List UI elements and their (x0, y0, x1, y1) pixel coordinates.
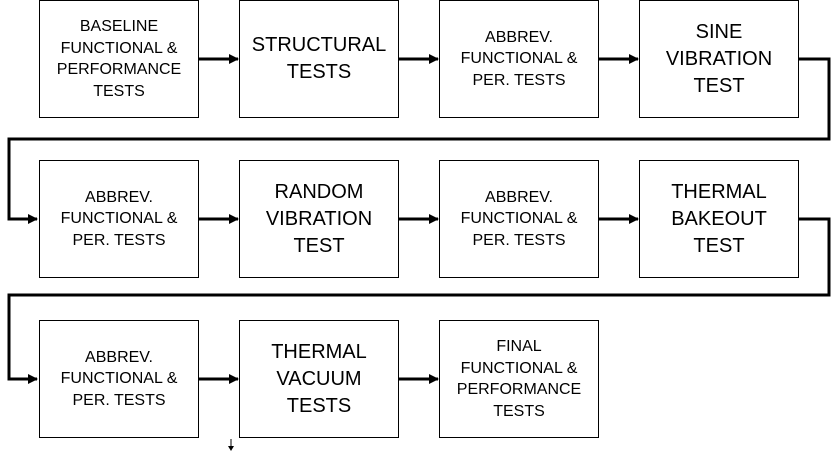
arrow-4-to-5 (7, 57, 831, 224)
step-thermal-bakeout-test: THERMAL BAKEOUT TEST (639, 160, 799, 278)
step-final-tests: FINAL FUNCTIONAL & PERFORMANCE TESTS (439, 320, 599, 438)
step-structural-tests: STRUCTURAL TESTS (239, 0, 399, 118)
step-thermal-vacuum-tests: THERMAL VACUUM TESTS (239, 320, 399, 438)
step-abbrev-tests-2: ABBREV. FUNCTIONAL & PER. TESTS (39, 160, 199, 278)
step-sine-vibration-test: SINE VIBRATION TEST (639, 0, 799, 118)
arrow-8-to-9 (7, 217, 831, 384)
step-random-vibration-test: RANDOM VIBRATION TEST (239, 160, 399, 278)
stub-arrowhead (228, 446, 234, 451)
step-abbrev-tests-4: ABBREV. FUNCTIONAL & PER. TESTS (39, 320, 199, 438)
step-abbrev-tests-1: ABBREV. FUNCTIONAL & PER. TESTS (439, 0, 599, 118)
step-baseline-tests: BASELINE FUNCTIONAL & PERFORMANCE TESTS (39, 0, 199, 118)
step-abbrev-tests-3: ABBREV. FUNCTIONAL & PER. TESTS (439, 160, 599, 278)
